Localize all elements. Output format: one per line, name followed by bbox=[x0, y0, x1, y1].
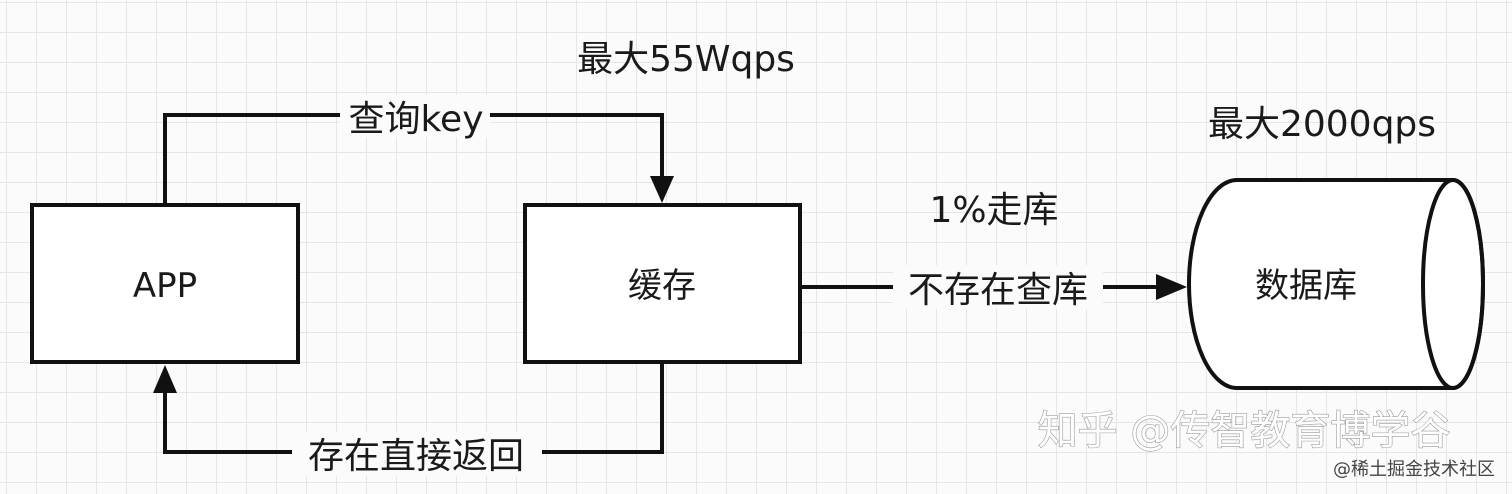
return-label-bg bbox=[292, 432, 542, 476]
cache-label: 缓存 bbox=[628, 266, 696, 306]
arrow-down-icon bbox=[650, 176, 674, 203]
database-cylinder bbox=[1187, 178, 1485, 390]
return-label: 存在直接返回 bbox=[308, 436, 524, 477]
miss-label: 不存在查库 bbox=[908, 270, 1088, 311]
cache-qps-annotation: 最大55Wqps bbox=[577, 39, 795, 80]
one-percent-label: 1%走库 bbox=[929, 190, 1058, 231]
query-key-label: 查询key bbox=[348, 99, 483, 140]
database-label: 数据库 bbox=[1255, 266, 1357, 306]
db-qps-annotation: 最大2000qps bbox=[1208, 104, 1436, 145]
app-label: APP bbox=[133, 266, 197, 306]
juejin-watermark: @稀土掘金技术社区 bbox=[1333, 459, 1495, 480]
cache-box bbox=[523, 203, 802, 364]
arrow-right-icon bbox=[1156, 274, 1187, 300]
zhihu-watermark: 知乎 @传智教育博学谷 bbox=[1038, 408, 1451, 454]
arrow-up-icon bbox=[153, 365, 177, 393]
query-key-label-bg bbox=[340, 95, 490, 137]
app-box bbox=[30, 203, 300, 364]
miss-label-bg bbox=[893, 265, 1103, 309]
